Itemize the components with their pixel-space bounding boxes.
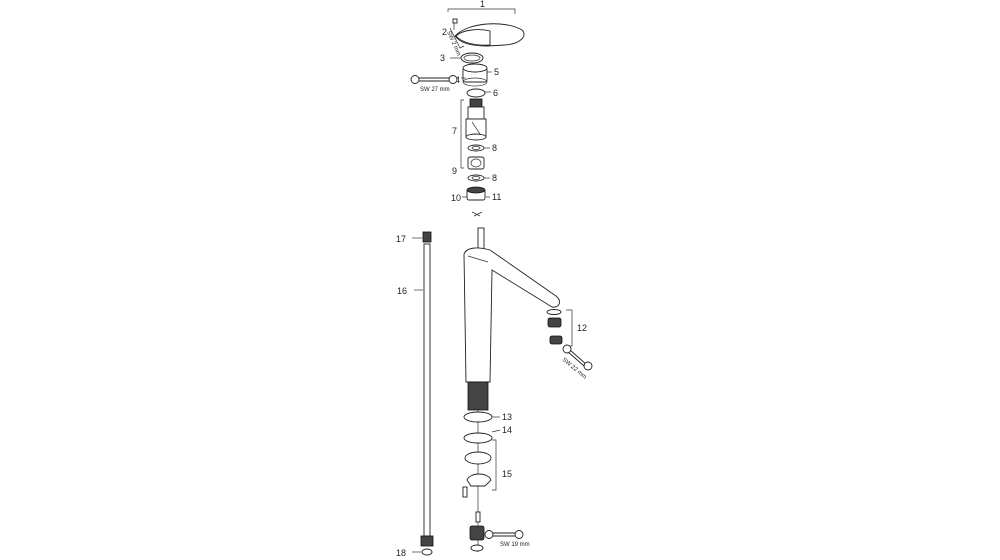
part-3-ring: 3 (440, 52, 484, 64)
label-7: 7 (452, 126, 457, 136)
label-11: 11 (492, 192, 501, 202)
wrench-size-27mm: SW 27 mm (420, 87, 450, 93)
label-16: 16 (397, 286, 407, 296)
label-2: 2 (442, 27, 447, 37)
part-13-14-15-mounting: 13 14 15 SW 19 mm (462, 411, 530, 552)
label-5: 5 (494, 67, 499, 77)
part-1-handle: 1 (447, 0, 525, 47)
wrench-icon (562, 344, 593, 371)
label-6: 6 (493, 88, 498, 98)
label-13: 13 (502, 412, 512, 422)
label-4: 4 (455, 75, 460, 85)
label-15: 15 (502, 469, 512, 479)
part-7-cartridge: 7 (452, 98, 487, 169)
part-12-aerator: 12 SW 22 mm (546, 309, 593, 381)
part-16-17-18-hose: 17 16 18 (396, 231, 434, 558)
wrench-icon (410, 75, 458, 84)
label-8b: 8 (492, 173, 497, 183)
label-18: 18 (396, 548, 406, 558)
wrench-size-22mm: SW 22 mm (561, 357, 588, 381)
faucet-body (463, 227, 560, 552)
part-4-5-6-cap-nut: 5 4 SW 27 mm 6 (410, 63, 499, 98)
label-14: 14 (502, 425, 512, 435)
wrench-size-19mm: SW 19 mm (500, 542, 530, 548)
label-10: 10 (451, 193, 461, 203)
label-17: 17 (396, 234, 406, 244)
part-10-11-base: 11 10 (451, 186, 501, 217)
part-8-9-seals: 8 9 8 (452, 143, 497, 183)
wrench-icon (484, 530, 524, 539)
label-1: 1 (480, 0, 485, 9)
label-12: 12 (577, 323, 587, 333)
label-3: 3 (440, 53, 445, 63)
label-9: 9 (452, 166, 457, 176)
allen-key-icon (449, 27, 465, 49)
label-8a: 8 (492, 143, 497, 153)
